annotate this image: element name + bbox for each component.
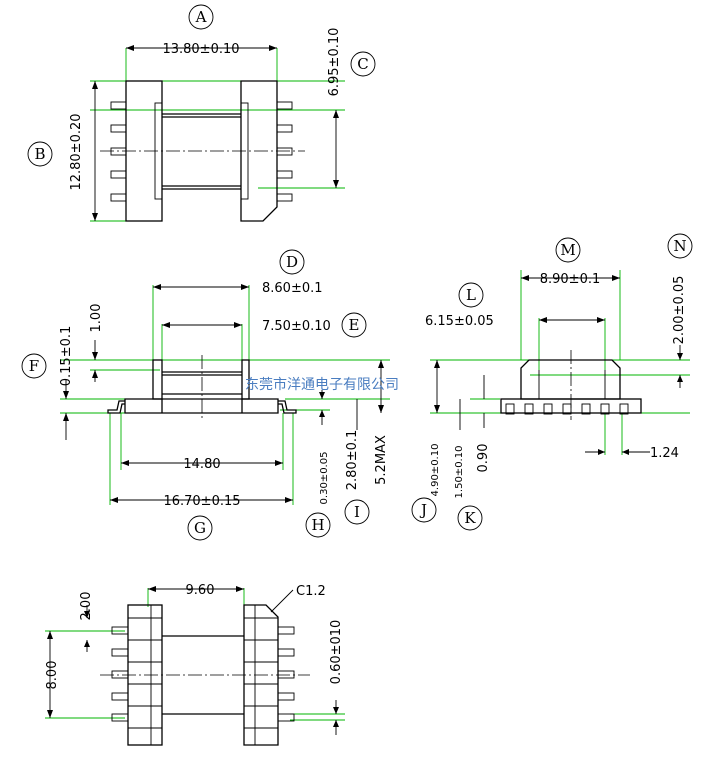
bottom-view: 9.60 C1.2 2.00 8.00 0.60±010	[45, 583, 345, 746]
label-c: C	[357, 55, 368, 73]
top-half-height-dimension: 6.95±0.10	[327, 28, 342, 97]
label-b: B	[34, 145, 45, 163]
bottom-chamfer-dimension: C1.2	[296, 584, 326, 599]
end-width-dimension: 8.90±0.1	[540, 272, 601, 287]
end-top-gap-dimension: 2.00±0.05	[672, 276, 687, 345]
side-pin-thick-dimension: 0.30±0.05	[319, 452, 330, 505]
side-view: 8.60±0.1 7.50±0.10 1.00 0.15±0.1 14.80 1…	[21, 249, 390, 541]
side-inner-span-dimension: 7.50±0.10	[262, 319, 331, 334]
label-m: M	[560, 241, 575, 259]
label-f: F	[29, 357, 39, 375]
label-i: I	[354, 503, 360, 521]
end-height-dimension: 4.90±0.10	[430, 444, 441, 497]
side-pin-span-dimension: 14.80	[183, 457, 220, 472]
end-pin-offset-dimension: 1.24	[650, 446, 679, 461]
side-top-span-dimension: 8.60±0.1	[262, 281, 323, 296]
top-height-dimension: 12.80±0.20	[69, 113, 84, 190]
side-base-height-dimension: 2.80±0.1	[345, 430, 360, 491]
watermark: 东莞市洋通电子有限公司	[245, 376, 399, 393]
label-e: E	[349, 316, 360, 334]
side-thickness-dimension: 0.15±0.1	[59, 326, 74, 387]
label-g: G	[194, 519, 206, 537]
label-j: J	[419, 501, 427, 519]
end-base-dimension: 1.50±0.10	[454, 446, 465, 499]
side-flange-dimension: 1.00	[89, 304, 104, 333]
bottom-pin-width-dimension: 0.60±010	[329, 620, 344, 685]
side-overall-dimension: 16.70±0.15	[163, 494, 240, 509]
label-a: A	[195, 8, 207, 26]
label-l: L	[466, 286, 476, 304]
label-n: N	[673, 237, 686, 255]
end-step-dimension: 0.90	[476, 444, 491, 473]
top-view: 13.80±0.10 12.80±0.20 6.95±0.10 A B C	[27, 4, 376, 222]
end-view: 8.90±0.1 6.15±0.05 2.00±0.05 4.90±0.10 1…	[411, 233, 693, 531]
bottom-rows-dimension: 8.00	[45, 661, 60, 690]
bottom-pitch-span-dimension: 9.60	[186, 583, 215, 598]
end-inner-dimension: 6.15±0.05	[425, 314, 494, 329]
bottom-pin-pitch-dimension: 2.00	[79, 592, 94, 621]
side-max-height-dimension: 5.2MAX	[374, 435, 389, 485]
label-d: D	[286, 253, 298, 271]
label-k: K	[464, 509, 476, 527]
label-h: H	[311, 516, 324, 534]
top-width-dimension: 13.80±0.10	[162, 42, 239, 57]
